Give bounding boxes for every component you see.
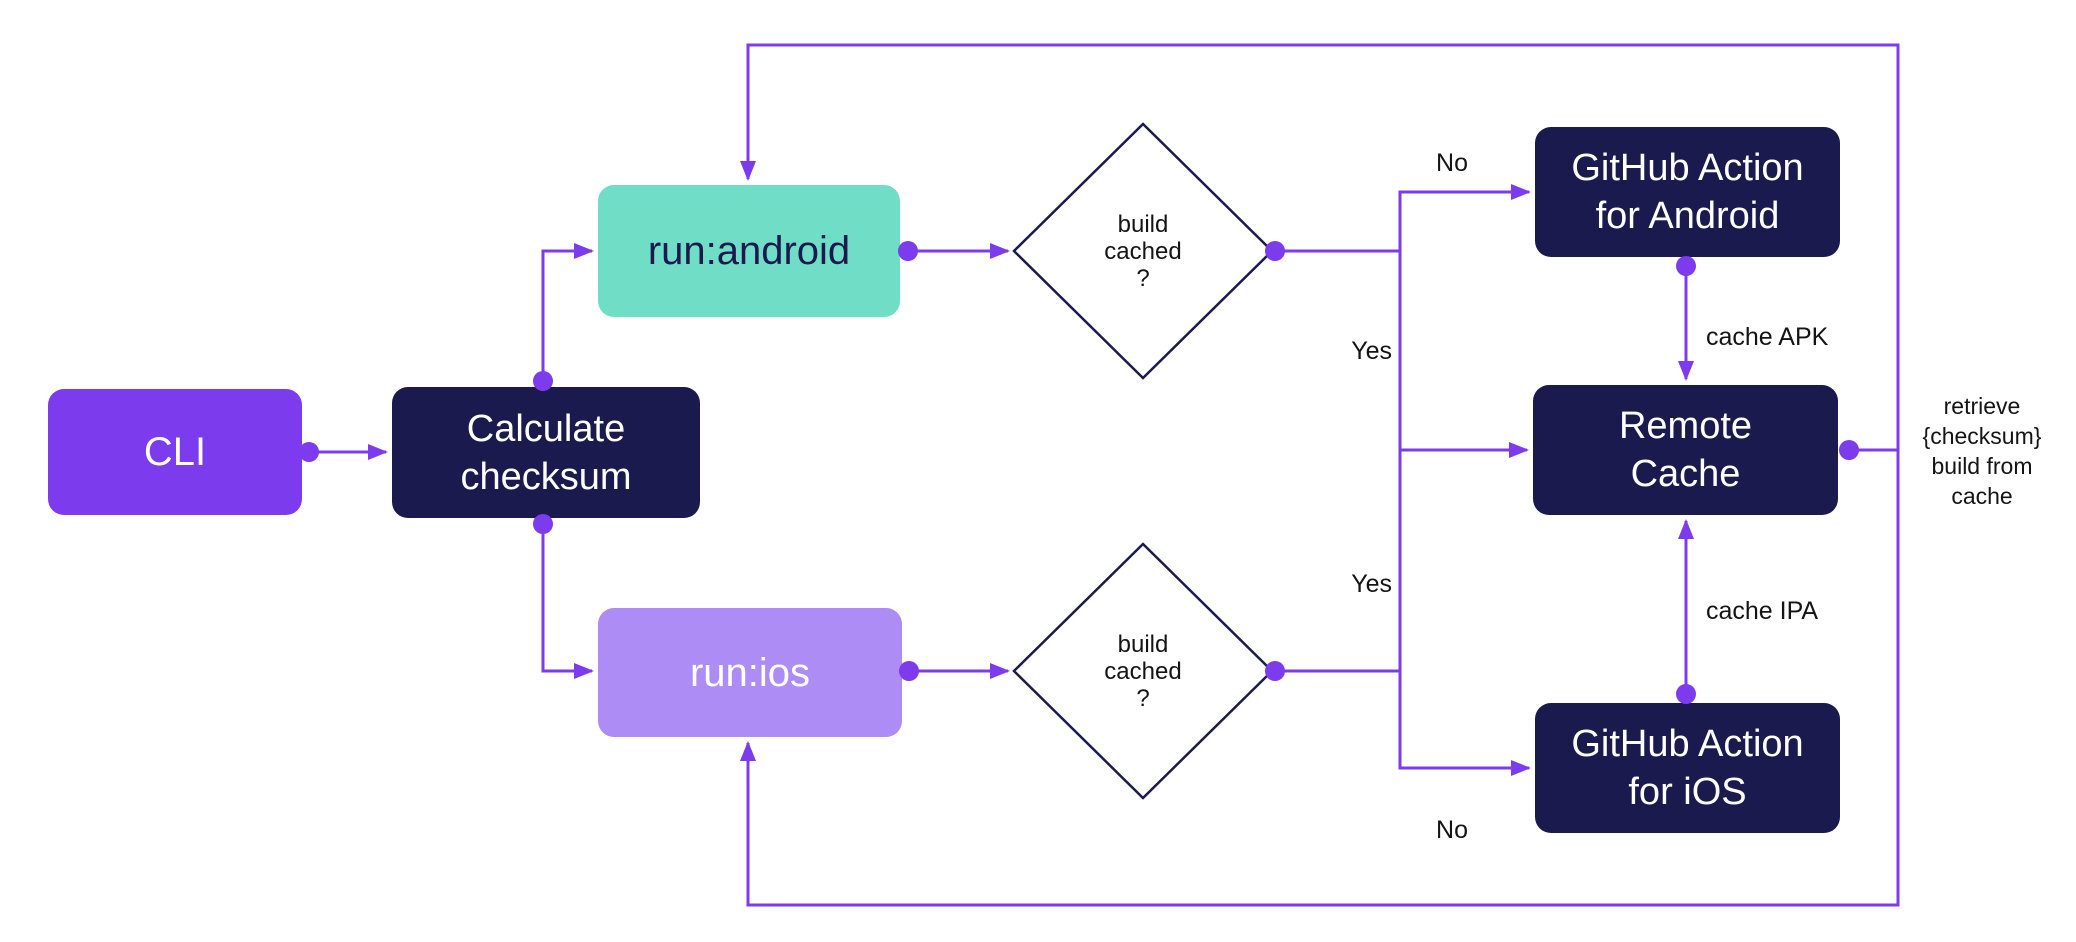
connector-dot	[1839, 440, 1859, 460]
node-cli: CLI	[48, 389, 302, 515]
edge-checksum-to-run-android	[541, 243, 594, 381]
node-calculate-checksum: Calculate checksum	[392, 387, 700, 518]
node-run-ios: run:ios	[598, 608, 902, 737]
node-remote-cache: Remote Cache	[1533, 385, 1838, 515]
node-decision-ios	[1012, 542, 1274, 800]
node-run-android: run:android	[598, 185, 900, 317]
loop-return-to-run-ios	[740, 450, 1900, 907]
loop-return-to-run-android	[740, 43, 1900, 450]
connector-dot	[899, 661, 919, 681]
connector-dot	[1676, 256, 1696, 276]
connector-dot	[898, 241, 918, 261]
node-decision-android	[1012, 122, 1274, 380]
node-github-action-android: GitHub Action for Android	[1535, 127, 1840, 257]
connector-dot	[533, 371, 553, 391]
connector-dot	[533, 514, 553, 534]
node-github-action-ios: GitHub Action for iOS	[1535, 703, 1840, 833]
connector-dot	[1265, 661, 1285, 681]
edge-checksum-to-run-ios	[541, 524, 594, 679]
connector-dot	[1676, 684, 1696, 704]
connector-dot	[1265, 241, 1285, 261]
connector-dot	[299, 442, 319, 462]
